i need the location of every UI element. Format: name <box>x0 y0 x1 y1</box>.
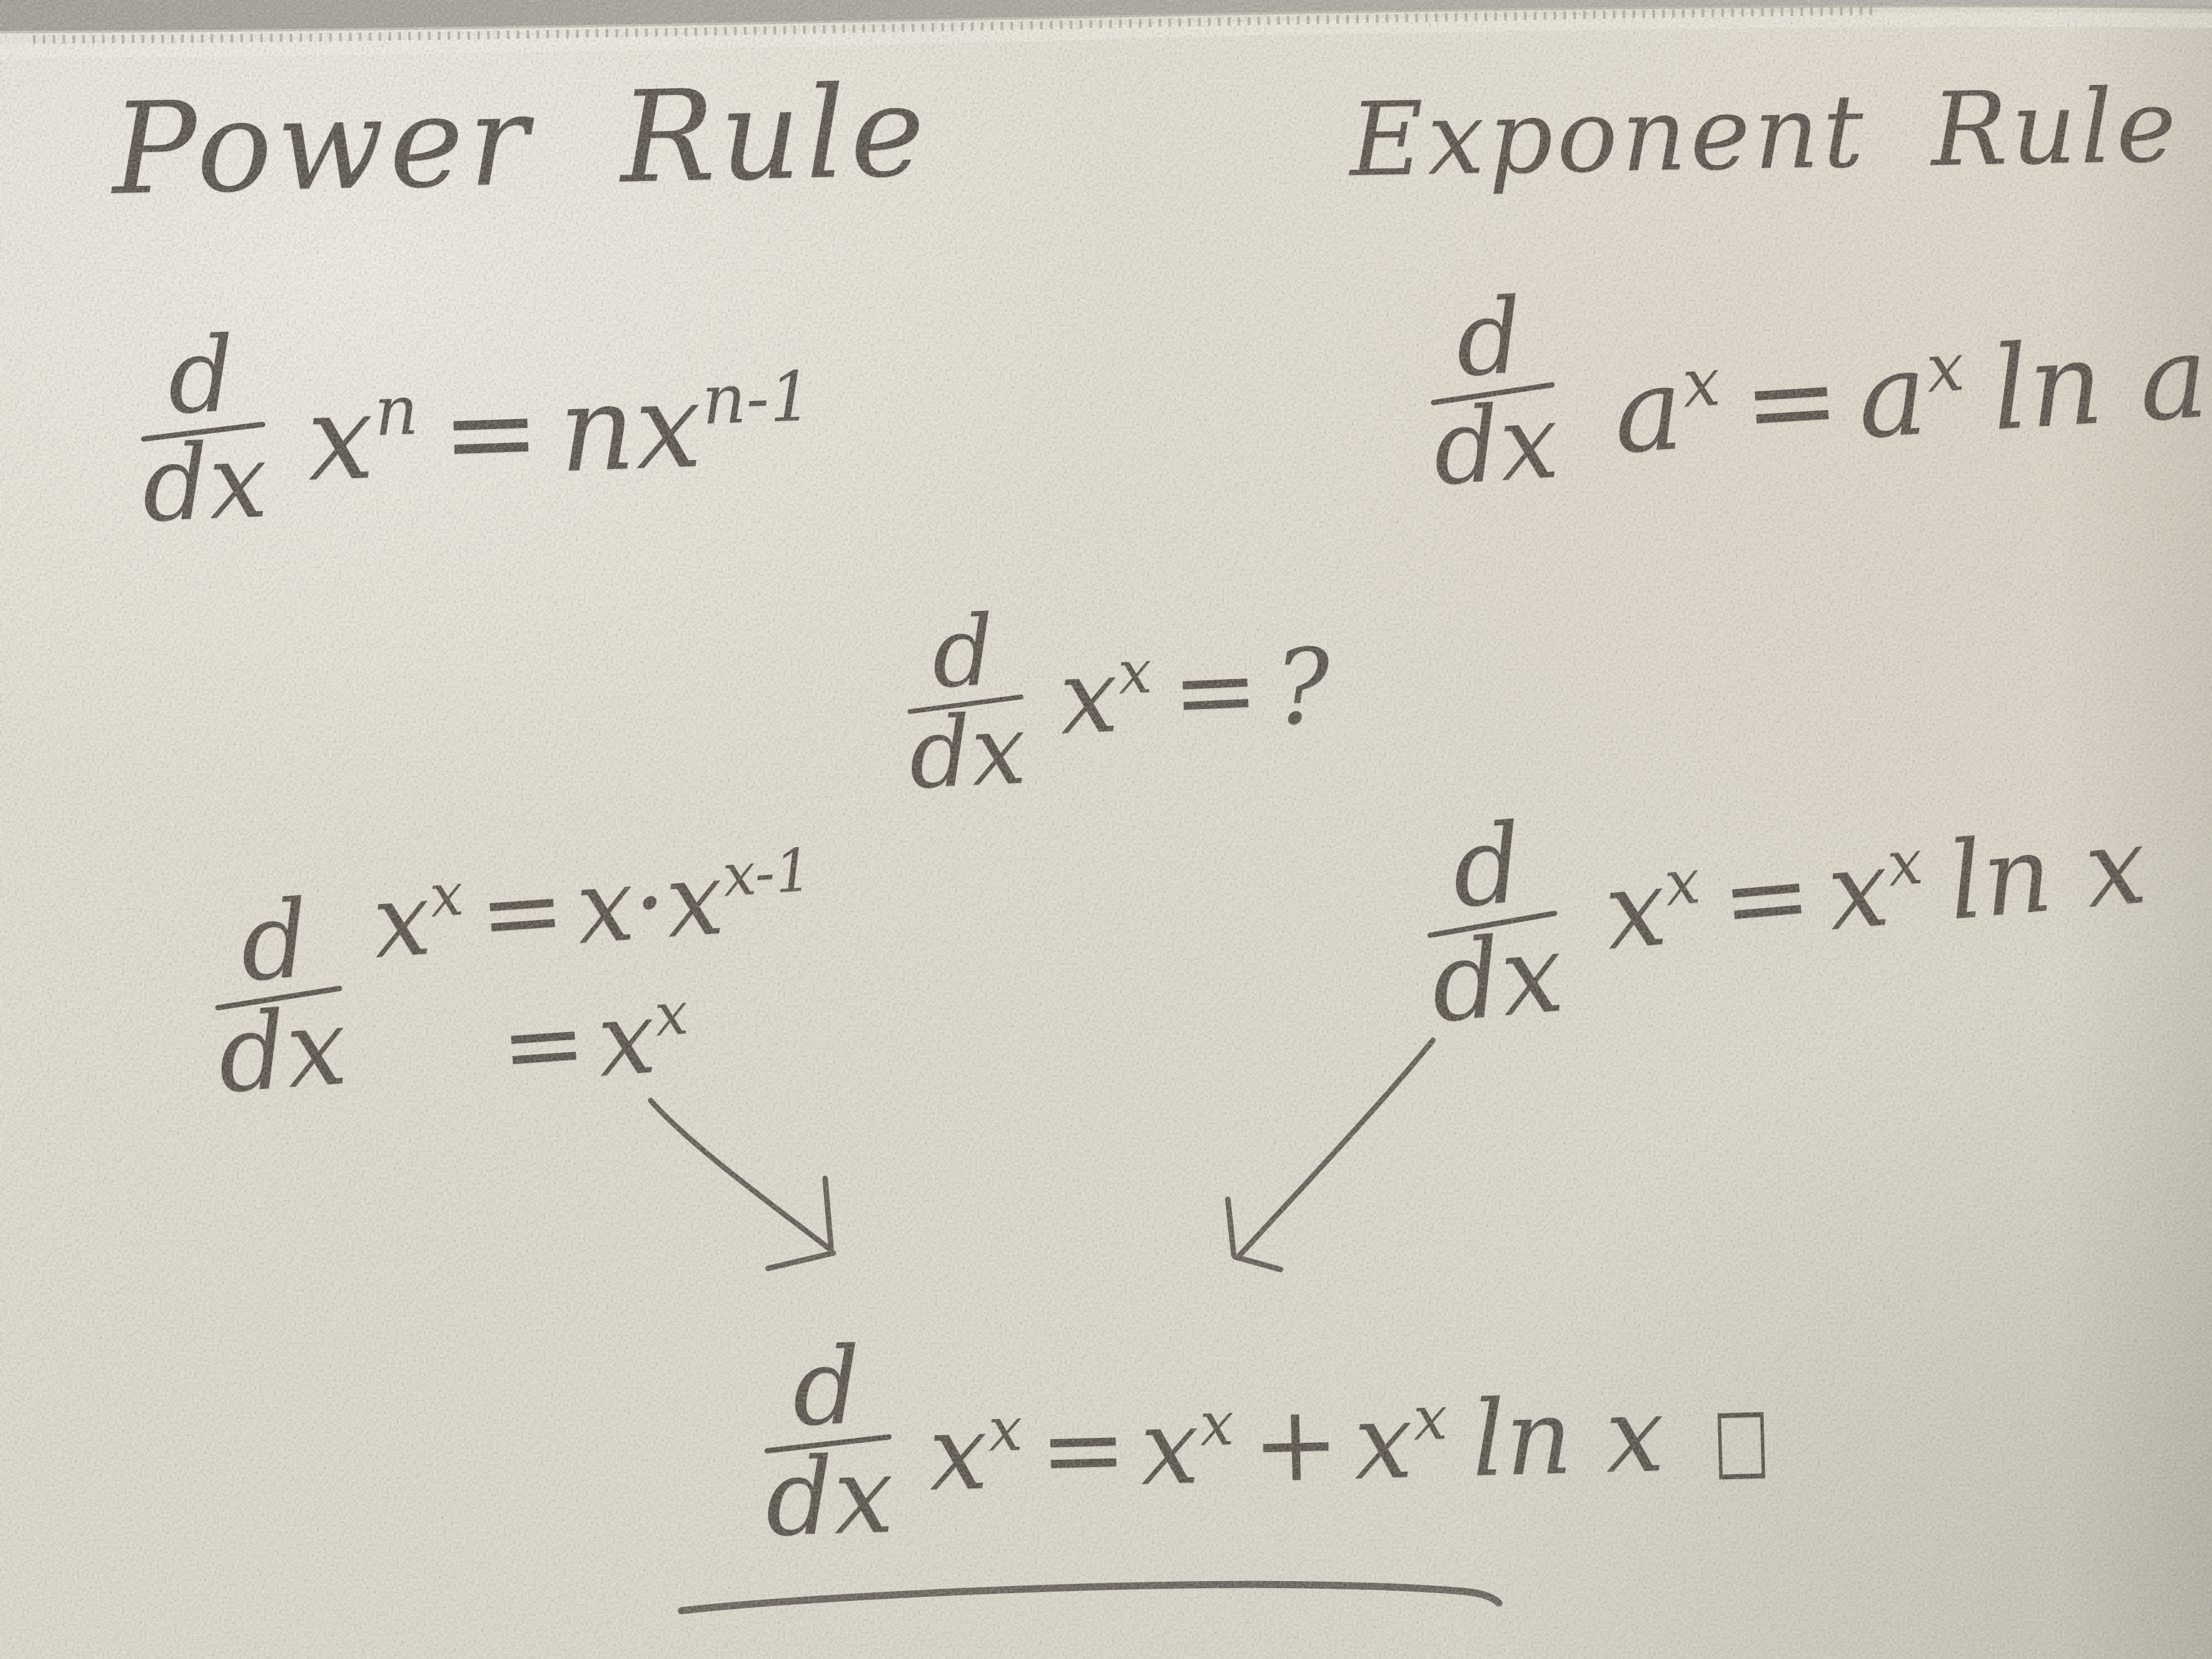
frac-numerator: d <box>238 892 312 990</box>
equation-lines: xx = x·xx-1 = xx <box>370 841 830 1107</box>
rhs-base: nx <box>557 366 703 489</box>
lhs-exponent: x <box>988 1398 1023 1460</box>
term2-base: x <box>1353 1389 1414 1495</box>
equation-line-2: = xx <box>486 984 696 1099</box>
lhs-exponent: n <box>373 376 420 446</box>
frac-numerator: d <box>1448 815 1526 917</box>
log-term: ln x <box>1944 811 2151 935</box>
derivative-operator: d dx <box>207 890 349 1103</box>
frac-denominator: dx <box>764 1448 895 1545</box>
rhs-exponent: x <box>1925 334 1966 403</box>
lhs-base: x <box>1058 644 1120 749</box>
derivative-operator: d dx <box>137 328 269 531</box>
derivative-operator: d dx <box>1424 289 1561 494</box>
term1-exponent: x <box>1199 1393 1235 1454</box>
frac-denominator: dx <box>907 707 1028 798</box>
equals-sign: = <box>1038 1396 1128 1503</box>
arrow-left <box>651 1101 833 1268</box>
derivative-operator: d dx <box>1418 812 1567 1031</box>
term1-base: x <box>1139 1395 1200 1500</box>
equals-sign: = <box>439 372 543 493</box>
frac-numerator: d <box>166 329 236 423</box>
frac-numerator: d <box>930 608 996 696</box>
equals-sign: = <box>476 859 568 966</box>
equation-body: xx = ? <box>1058 635 1333 749</box>
frac-denominator: dx <box>215 1000 349 1102</box>
rhs-base: x·x <box>573 848 727 959</box>
frac-numerator: d <box>1453 290 1525 385</box>
rhs-exponent: x-1 <box>721 841 814 906</box>
arrow-right <box>1228 1040 1433 1269</box>
result-base: x <box>595 986 659 1092</box>
power-rule-attempt-formula: d dx xx = x·xx-1 = xx <box>206 841 830 1118</box>
log-term: ln a <box>1988 319 2211 448</box>
equation-body: xx = xx ln x <box>1601 811 2150 965</box>
derivative-operator: d dx <box>903 607 1028 798</box>
equation-line-1: xx = x·xx-1 <box>370 841 820 973</box>
exponent-rule-attempt-formula: d dx xx = xx ln x <box>1418 761 2154 1031</box>
title-exponent-rule: Exponent Rule <box>1349 75 2181 191</box>
perforation-dots <box>33 11 1876 40</box>
paper-edge-highlight <box>0 20 2212 52</box>
frac-numerator: d <box>792 1339 862 1435</box>
notepad-edge-shadow <box>0 6 2212 32</box>
lhs-base: x <box>928 1400 989 1506</box>
lhs-exponent: x <box>1117 642 1153 703</box>
rhs-base: x <box>1824 834 1893 946</box>
equals-sign: = <box>1717 841 1816 955</box>
lhs-exponent: x <box>1662 850 1702 915</box>
equals-sign: = <box>1740 342 1843 462</box>
exponent-rule-formula: d dx ax = ax ln a <box>1424 249 2212 494</box>
underline <box>681 1584 1499 1611</box>
equation-body: xx = xx + xx ln x □ <box>928 1379 1778 1505</box>
lhs-base: a <box>1611 351 1686 470</box>
equation-body: xn = nxn-1 <box>305 362 819 498</box>
term2-exponent: x <box>1413 1387 1448 1449</box>
result-exponent: x <box>653 984 690 1045</box>
rhs-exponent: x <box>1885 831 1925 896</box>
frac-denominator: dx <box>1431 396 1561 494</box>
derivative-operator: d dx <box>761 1339 895 1545</box>
rhs-exponent: n-1 <box>701 363 814 435</box>
lhs-exponent: x <box>1680 348 1722 417</box>
equation-body: ax = ax ln a <box>1611 319 2211 471</box>
frac-denominator: dx <box>1427 924 1567 1031</box>
notepad-edge <box>0 0 2212 31</box>
rhs-base: a <box>1855 336 1931 455</box>
frac-denominator: dx <box>141 435 269 531</box>
final-answer-formula: d dx xx = xx + xx ln x □ <box>761 1316 1779 1545</box>
question-mark: ? <box>1273 635 1333 740</box>
lhs-exponent: x <box>428 865 465 926</box>
plus-sign: + <box>1251 1391 1341 1497</box>
equals-sign: = <box>498 991 590 1098</box>
lhs-base: x <box>370 868 434 973</box>
power-rule-formula: d dx xn = nxn-1 <box>137 309 820 531</box>
lhs-base: x <box>305 377 376 498</box>
question-formula: d dx xx = ? <box>903 594 1334 797</box>
qed-box-icon: □ <box>1712 1396 1770 1483</box>
title-power-rule: Power Rule <box>111 69 930 213</box>
lhs-base: x <box>1601 854 1671 966</box>
log-term: ln x <box>1470 1383 1666 1492</box>
equals-sign: = <box>1170 638 1261 745</box>
